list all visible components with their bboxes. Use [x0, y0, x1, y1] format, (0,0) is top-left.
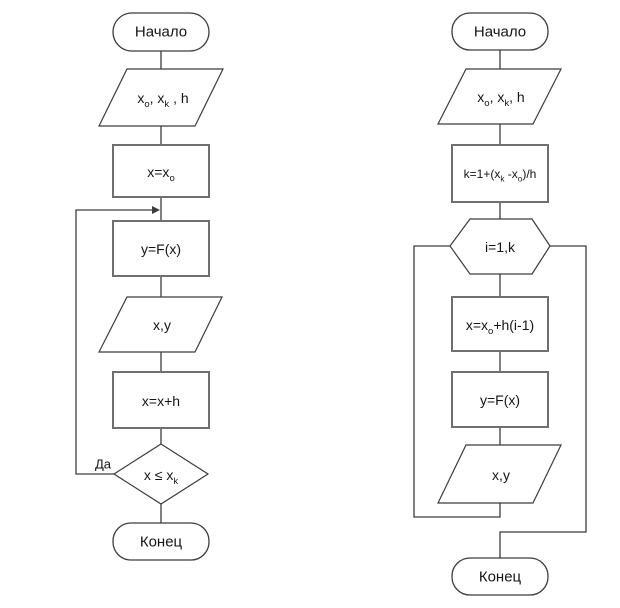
left-loop-back-line [75, 209, 154, 475]
left-end-label: Конец [139, 533, 183, 551]
left-output-label: x,y [153, 317, 171, 333]
right-input-parallelogram [437, 68, 562, 125]
left-end-terminator [112, 522, 210, 561]
left-compute-process [112, 220, 210, 277]
right-start-label: Начало [473, 23, 527, 41]
left-start-terminator [112, 12, 210, 52]
left-loop-arrowhead-icon [152, 206, 160, 214]
left-increment-label: x=x+h [141, 393, 181, 409]
left-increment-process [112, 371, 210, 429]
left-condition-label: x ≤ xk [143, 467, 179, 487]
right-compute-label: y=F(x) [479, 392, 521, 408]
left-start-label: Начало [134, 23, 188, 41]
right-compute-process [451, 371, 549, 428]
left-init-label: x=xo [147, 164, 175, 184]
left-condition-decision [112, 443, 210, 505]
right-loop-label: i=1,k [485, 239, 515, 255]
right-assign-label: x=xo+h(i-1) [465, 317, 535, 337]
left-compute-label: y=F(x) [140, 241, 182, 257]
right-start-terminator [451, 12, 549, 51]
right-loop-repeat-line [413, 245, 501, 518]
left-branch-yes-label: Да [94, 456, 112, 472]
right-assign-process [451, 296, 549, 352]
right-input-label: xo, xk, h [477, 89, 525, 109]
right-loop-exit-line [499, 245, 587, 558]
left-input-label: xo, xk , h [137, 90, 189, 110]
right-output-label: x,y [492, 467, 510, 483]
left-output-parallelogram [98, 296, 223, 353]
right-output-parallelogram [437, 444, 562, 504]
right-end-terminator [451, 557, 549, 596]
right-count-label: k=1+(xk -xo)/h [463, 167, 537, 184]
right-count-process [451, 144, 549, 203]
left-init-process [112, 144, 210, 198]
left-input-parallelogram [98, 68, 224, 127]
right-end-label: Конец [478, 568, 522, 586]
right-loop-hexagon [449, 218, 551, 275]
